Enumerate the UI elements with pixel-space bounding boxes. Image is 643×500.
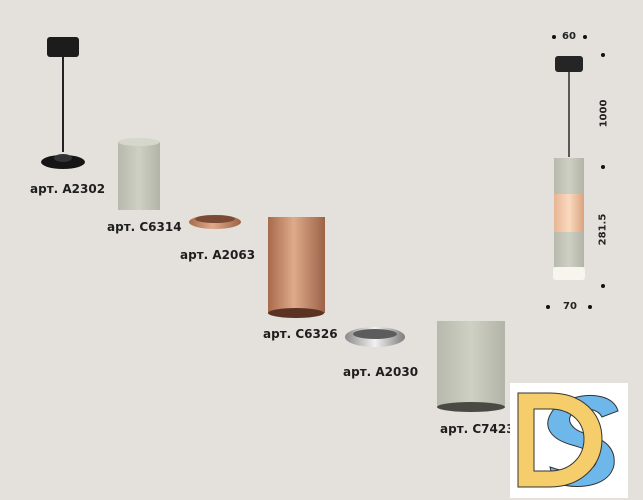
dimension-top-width: 60 [562,31,576,42]
dimension-bottom-width: 70 [563,301,577,312]
part-label-a2030: арт. A2030 [343,365,419,379]
dimension-dot [552,35,556,39]
part-label-c6326: арт. C6326 [263,327,338,341]
part-label-c7423: арт. C7423 [440,422,515,436]
ring-a2030 [345,327,405,347]
ds-logo [510,383,628,498]
suspension-a2302 [41,37,85,169]
dimension-dot [546,305,550,309]
dimension-body-height: 281.5 [597,213,609,246]
dimension-cord-length: 1000 [598,99,610,128]
part-label-c6314: арт. C6314 [107,220,182,234]
dimension-dot [583,35,587,39]
dimension-dot [601,53,605,57]
part-label-a2063: арт. A2063 [180,248,256,262]
cylinder-c6314 [118,138,160,210]
ring-a2063 [189,215,241,229]
assembled-lamp [553,56,585,280]
cylinder-c6326 [268,217,325,318]
dimension-dot [601,284,605,288]
cylinder-c7423 [437,321,505,412]
dimension-dot [601,165,605,169]
part-label-a2302: арт. A2302 [30,182,106,196]
dimension-dot [588,305,592,309]
